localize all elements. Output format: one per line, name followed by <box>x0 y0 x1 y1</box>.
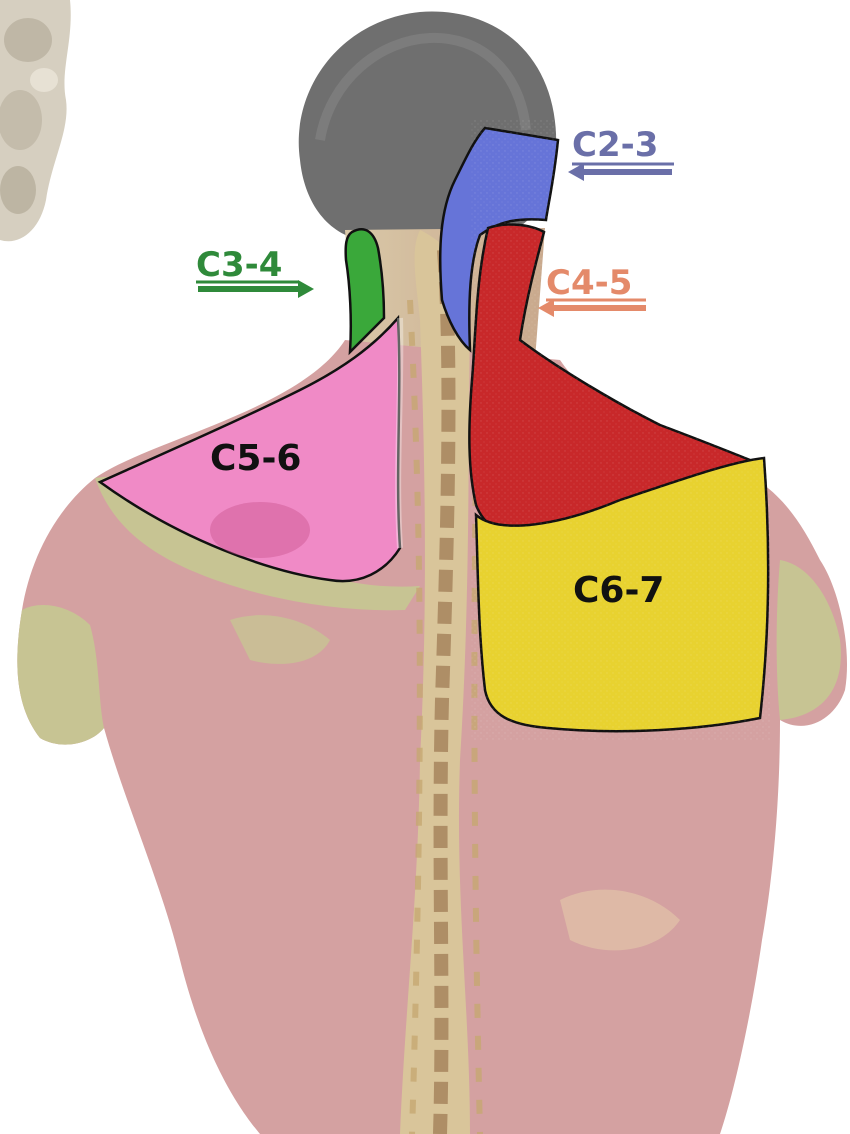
label-c3-4: C3-4 <box>196 245 282 285</box>
label-c6-7: C6-7 <box>573 570 664 611</box>
vertebra-model-image <box>0 0 71 241</box>
label-c5-6: C5-6 <box>210 438 301 479</box>
label-c2-3-group: C2-3 <box>568 125 674 181</box>
label-c4-5-group: C4-5 <box>538 263 646 317</box>
label-c4-5: C4-5 <box>546 263 632 303</box>
label-c2-3: C2-3 <box>572 125 658 165</box>
label-c3-4-group: C3-4 <box>196 245 314 298</box>
arrowhead-right-c3-4 <box>298 280 314 298</box>
